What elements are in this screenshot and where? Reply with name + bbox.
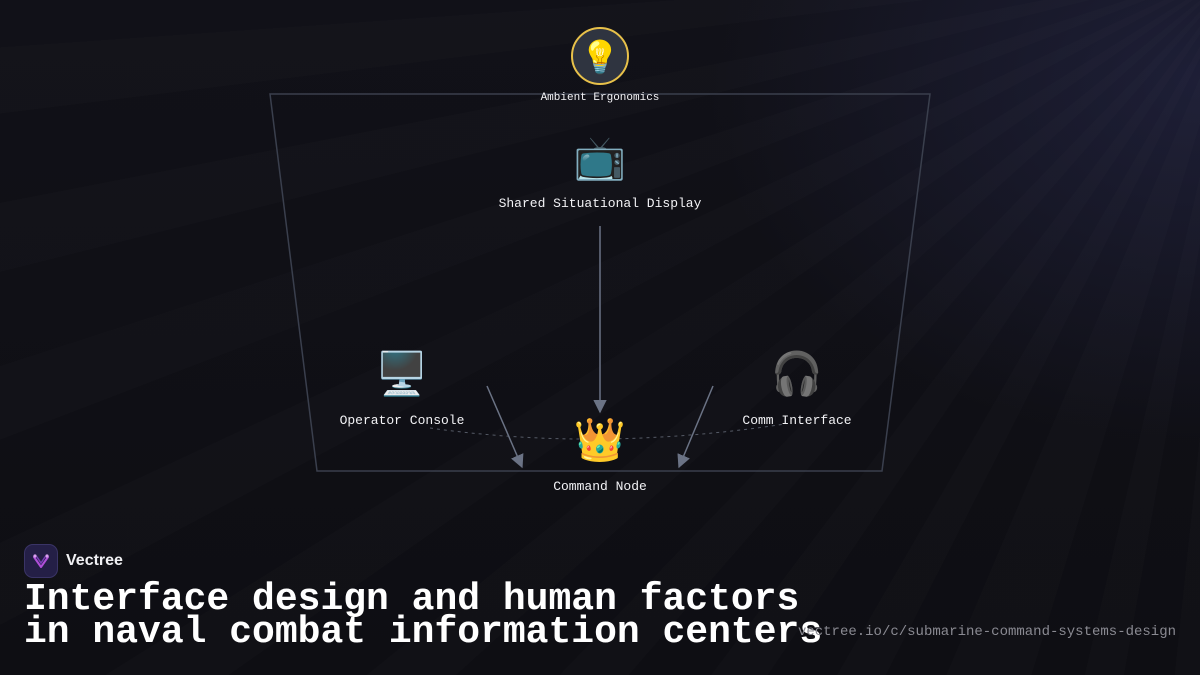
node-label-ambient: Ambient Ergonomics bbox=[541, 92, 660, 104]
desktop-computer-icon: 🖥️ bbox=[376, 349, 428, 401]
vectree-logo-icon bbox=[24, 544, 58, 578]
node-label-command: Command Node bbox=[553, 479, 647, 494]
page-title-line-2: in naval combat information centers bbox=[24, 611, 823, 654]
brand[interactable]: Vectree bbox=[24, 544, 123, 578]
node-shared-display[interactable]: 📺 Shared Situational Display bbox=[499, 136, 702, 211]
headphones-icon: 🎧 bbox=[771, 349, 823, 401]
node-label-console: Operator Console bbox=[340, 413, 465, 428]
node-command[interactable]: 👑 Command Node bbox=[553, 417, 647, 494]
television-icon: 📺 bbox=[574, 136, 626, 185]
edge-console-command bbox=[486, 385, 524, 469]
page-title-line-1: Interface design and human factors bbox=[24, 578, 800, 621]
edge-comm-command bbox=[677, 385, 714, 469]
node-comm-interface[interactable]: 🎧 Comm Interface bbox=[742, 349, 851, 428]
page-title: Interface design and human factors in na… bbox=[24, 578, 823, 654]
room-frame bbox=[269, 93, 931, 472]
node-ambient-ergonomics[interactable]: 💡 Ambient Ergonomics bbox=[541, 27, 660, 104]
node-operator-console[interactable]: 🖥️ Operator Console bbox=[340, 349, 465, 428]
source-url[interactable]: vectree.io/c/submarine-command-systems-d… bbox=[797, 624, 1176, 640]
brand-name: Vectree bbox=[66, 552, 123, 569]
lightbulb-icon: 💡 bbox=[580, 39, 620, 78]
node-label-display: Shared Situational Display bbox=[499, 196, 702, 211]
crown-icon: 👑 bbox=[574, 417, 626, 467]
node-label-comm: Comm Interface bbox=[742, 413, 851, 428]
ambient-ring bbox=[571, 27, 629, 85]
